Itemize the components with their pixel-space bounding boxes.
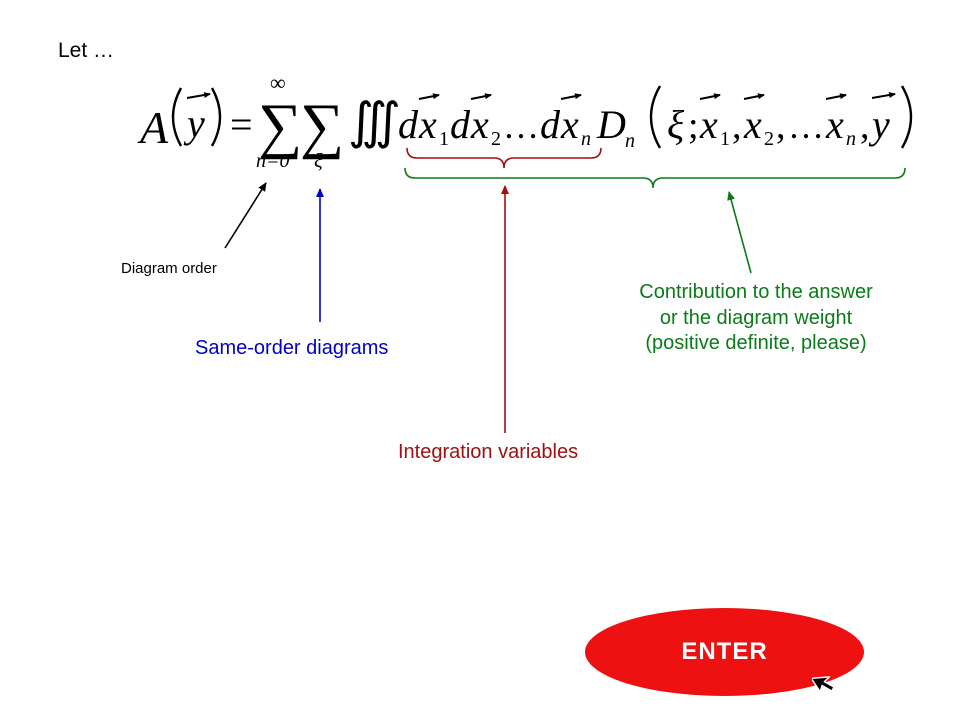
formula-func-d: D [596,102,626,147]
formula-arg-x1-sub: 1 [720,128,730,150]
formula-arg-xn-sub: n [846,128,856,150]
contribution-line-1: Contribution to the answer [639,281,873,303]
formula-dxn-d: d [540,102,561,147]
formula-lhs-paren-right [210,87,222,147]
formula-lhs-paren-left [171,87,183,147]
formula-vector-arrow [699,93,721,100]
formula-dxn-sub: n [581,128,591,150]
formula-lhs-func: A [137,102,169,153]
formula-sum-lower: n=0 [256,150,290,172]
formula-lhs-var: y [183,101,205,146]
formula-vector-arrow [418,93,440,100]
same-order-label: Same-order diagrams [195,337,389,359]
enter-button-label: ENTER [681,638,768,665]
arrow-cursor-icon [812,676,835,693]
formula-ellipsis2: … [788,106,824,146]
formula-dx2-x: x [470,102,489,147]
formula-dx1-d: d [398,102,419,147]
formula-comma: , [732,105,742,147]
contribution-arrow [727,191,752,274]
formula-paren-left [649,85,662,149]
formula-arg-x2: x [743,102,762,147]
contribution-line-2: or the diagram weight [659,306,853,329]
diagram-order-arrow [224,182,267,249]
formula-dx1-sub: 1 [439,128,449,150]
formula-arg-y: y [868,102,890,147]
integration-brace [406,147,602,169]
formula-comma: , [860,105,870,147]
contribution-line-3: (positive definite, please) [645,332,867,355]
intro-text: Let … [58,39,115,62]
formula-arg-x1: x [699,102,718,147]
contribution-brace [404,167,906,189]
formula-dxn-x: x [560,102,579,147]
formula-vector-arrow [470,93,492,100]
formula-dx1-x: x [418,102,437,147]
formula-arg-xn: x [825,102,844,147]
formula-ellipsis: … [503,106,539,146]
formula-comma: , [776,105,786,147]
formula-dx2-sub: 2 [491,128,501,150]
formula-sum2-sign: ∑ [300,92,344,160]
formula-paren-right [900,85,913,149]
formula-func-d-sub: n [625,130,635,152]
formula-sum-upper: ∞ [270,70,286,95]
formula-vector-arrow [825,93,847,100]
formula-vector-arrow [871,92,896,99]
formula-xi: ξ [667,102,685,147]
formula-semicolon: ; [688,105,699,147]
formula-integral: ∭ [348,93,401,149]
formula-vector-arrow [186,92,211,99]
enter-button[interactable]: ENTER [585,608,864,696]
formula-arg-x2-sub: 2 [764,128,774,150]
formula-equals: = [230,102,253,147]
formula-sum-sign: ∑ [258,92,302,160]
integration-label: Integration variables [398,441,579,463]
contribution-label: Contribution to the answer or the diagra… [596,280,916,357]
formula-vector-arrow [560,93,582,100]
formula-dx2-d: d [450,102,471,147]
diagram-order-label: Diagram order [121,260,217,277]
formula-sum2-lower: ξ [314,150,323,172]
formula-vector-arrow [743,93,765,100]
